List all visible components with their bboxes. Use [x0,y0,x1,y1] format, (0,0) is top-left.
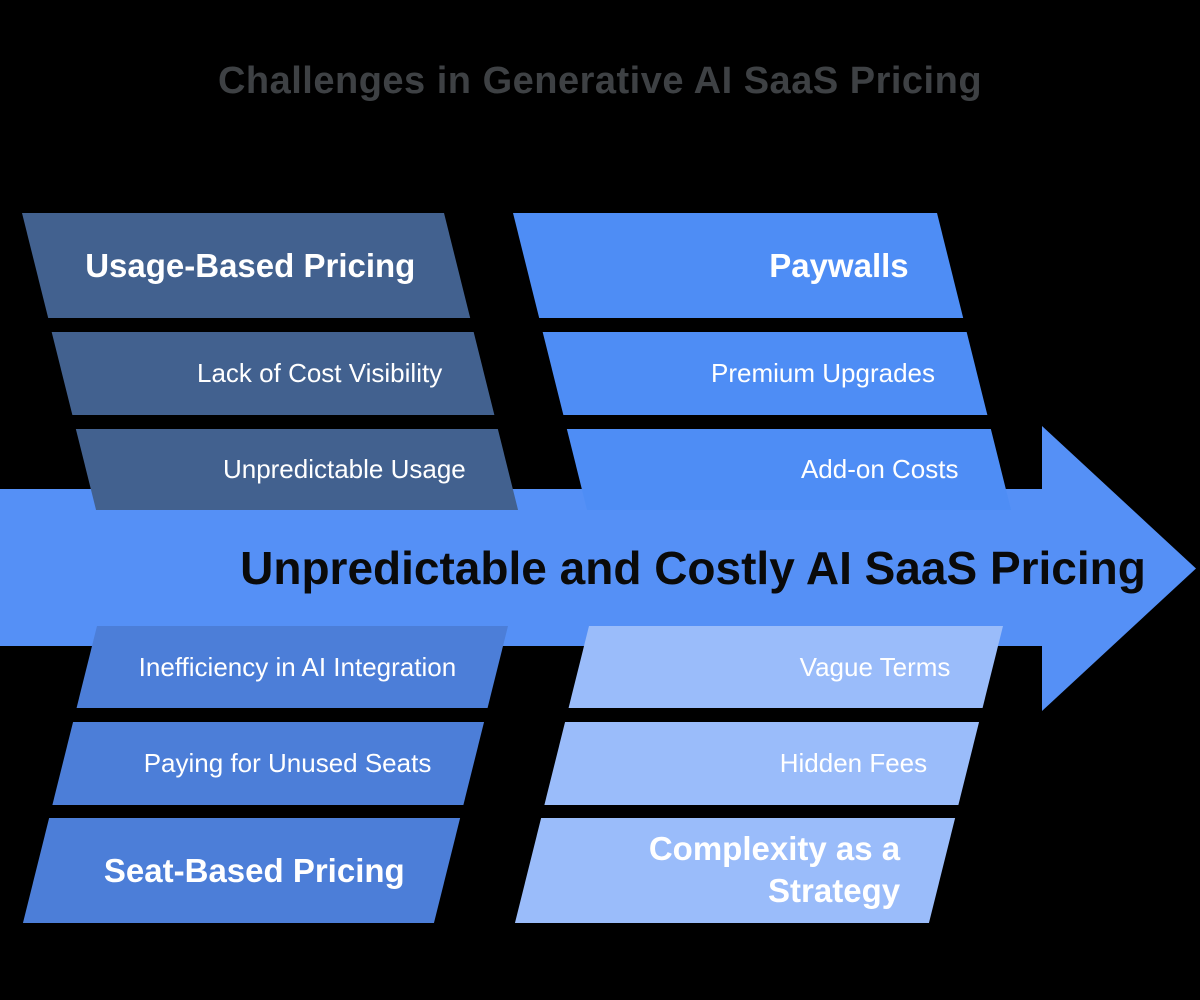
bar-item-label: Premium Upgrades [711,358,936,388]
arrow-spine [0,489,1042,646]
bar-header-label: Seat-Based Pricing [104,851,406,889]
column-seat-based-pricing: Inefficiency in AI Integration Paying fo… [22,626,508,923]
column-paywalls: Paywalls Premium Upgrades Add-on Costs [513,213,1012,510]
bar-item: Paying for Unused Seats [52,722,485,805]
column-complexity-as-a-strategy: Vague Terms Hidden Fees Complexity as a … [514,626,1003,923]
bar-header-label: Paywalls [768,246,909,284]
bar-item-label: Lack of Cost Visibility [196,358,443,388]
bar-item-label: Vague Terms [799,651,951,682]
column-usage-based-pricing: Usage-Based Pricing Lack of Cost Visibil… [22,213,519,510]
diagram-title: Challenges in Generative AI SaaS Pricing [217,60,983,102]
bar-header-label: Complexity as a Strategy [648,830,901,910]
bar-header: Seat-Based Pricing [22,818,461,923]
bar-item-label: Paying for Unused Seats [144,748,432,778]
bar-item-label: Inefficiency in AI Integration [138,651,456,682]
bar-header-label: Usage-Based Pricing [84,246,416,284]
bar-item: Lack of Cost Visibility [51,332,495,415]
arrow-label: Unpredictable and Costly AI SaaS Pricing [240,541,1146,594]
bar-item-label: Hidden Fees [779,748,927,778]
bar-header: Paywalls [513,213,964,318]
bar-item: Hidden Fees [544,722,980,805]
bar-item-label: Unpredictable Usage [223,454,466,484]
bar-item-label: Add-on Costs [801,454,959,484]
bar-header: Usage-Based Pricing [22,213,471,318]
bar-header: Complexity as a Strategy [514,818,956,923]
bar-item: Premium Upgrades [542,332,988,415]
